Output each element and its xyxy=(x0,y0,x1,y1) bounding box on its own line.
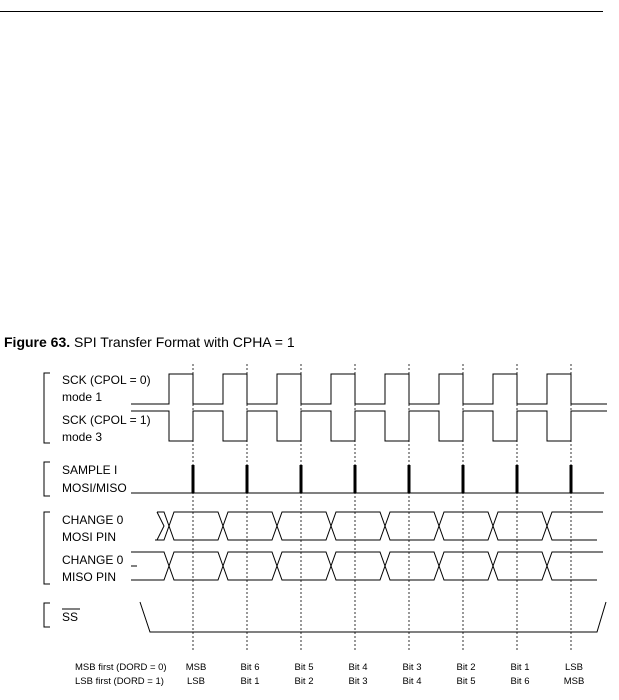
lsb-first-bit-label: Bit 3 xyxy=(348,676,367,687)
sample-pins-label: MOSI/MISO xyxy=(62,481,127,495)
bit-order-labels: MSB Bit 6 Bit 5 Bit 4 Bit 3 Bit 2 Bit 1 LSB LSB B… xyxy=(186,662,585,687)
lsb-first-bit-label: Bit 1 xyxy=(240,676,259,687)
change-miso-pin-label: MISO PIN xyxy=(62,570,116,584)
lsb-first-bit-label: LSB xyxy=(187,676,205,687)
sck-group-bracket xyxy=(43,372,50,444)
sck-cpol0-label: SCK (CPOL = 0) xyxy=(62,373,151,387)
sck-cpol0-waveform xyxy=(131,373,607,405)
ss-waveform xyxy=(139,601,607,633)
msb-first-bit-label: MSB xyxy=(186,662,207,673)
sample-edge-guides xyxy=(192,364,572,650)
lsb-first-bit-label: Bit 2 xyxy=(294,676,313,687)
sck-cpol0-mode: mode 1 xyxy=(62,390,102,404)
lsb-first-bit-label: Bit 6 xyxy=(510,676,529,687)
msb-first-bit-label: Bit 6 xyxy=(240,662,259,673)
lsb-first-row-label: LSB first (DORD = 1) xyxy=(75,676,164,687)
figure-title: Figure 63. SPI Transfer Format with CPHA… xyxy=(4,334,295,350)
sck-cpol1-mode: mode 3 xyxy=(62,430,102,444)
msb-first-bit-label: Bit 1 xyxy=(510,662,529,673)
lsb-first-bit-label: MSB xyxy=(564,676,585,687)
figure-caption: SPI Transfer Format with CPHA = 1 xyxy=(74,334,295,350)
sck-cpol1-waveform xyxy=(131,410,607,442)
msb-first-bit-label: Bit 5 xyxy=(294,662,313,673)
sck-cpol1-label: SCK (CPOL = 1) xyxy=(62,413,151,427)
ss-label: SS xyxy=(62,610,78,624)
msb-first-bit-label: LSB xyxy=(565,662,583,673)
msb-first-bit-label: Bit 3 xyxy=(402,662,421,673)
lsb-first-bit-label: Bit 5 xyxy=(456,676,475,687)
sample-group-bracket xyxy=(43,461,50,497)
mosi-data-waveform xyxy=(155,511,603,541)
change-miso-label: CHANGE 0 xyxy=(62,553,124,567)
sample-marks xyxy=(191,465,573,493)
msb-first-bit-label: Bit 4 xyxy=(348,662,367,673)
change-group-bracket xyxy=(43,511,50,585)
header-rule xyxy=(0,11,603,12)
figure-label: Figure 63. xyxy=(4,334,71,350)
msb-first-row-label: MSB first (DORD = 0) xyxy=(75,662,167,673)
msb-first-bit-label: Bit 2 xyxy=(456,662,475,673)
change-mosi-pin-label: MOSI PIN xyxy=(62,530,116,544)
change-mosi-label: CHANGE 0 xyxy=(62,513,124,527)
sample-label: SAMPLE I xyxy=(62,463,117,477)
ss-group-bracket xyxy=(43,602,50,628)
lsb-first-bit-label: Bit 4 xyxy=(402,676,421,687)
miso-data-waveform xyxy=(131,551,603,581)
